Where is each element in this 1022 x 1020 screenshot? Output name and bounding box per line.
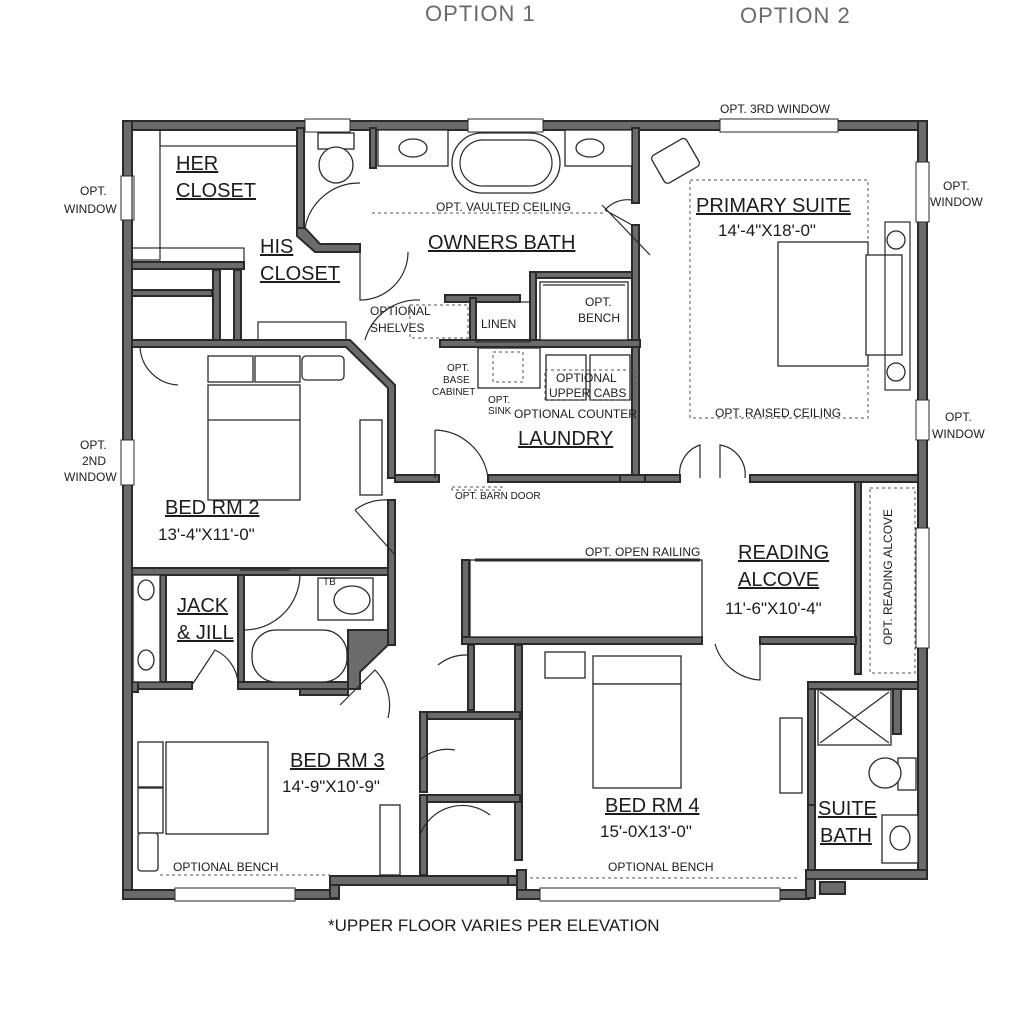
optional-shelves-l2: SHELVES [370, 321, 424, 335]
door-swings [131, 182, 809, 836]
opt-window-left-l1: OPT. [80, 184, 107, 198]
bed-4-dim: 15'-0X13'-0" [600, 822, 692, 841]
optional-bench-bed3: OPTIONAL BENCH [173, 860, 279, 874]
opt-base-cabinet-l3: CABINET [432, 387, 475, 398]
windows [120, 118, 930, 902]
linen-label: LINEN [481, 317, 516, 331]
option-2-label: OPTION 2 [740, 3, 851, 28]
primary-suite-dim: 14'-4"X18'-0" [718, 221, 816, 240]
his-closet-label-l2: CLOSET [260, 263, 340, 285]
opt-open-railing-note: OPT. OPEN RAILING [585, 545, 700, 559]
primary-suite-label: PRIMARY SUITE [696, 195, 851, 217]
opt-sink-l2: SINK [488, 406, 512, 417]
interior-walls [131, 127, 919, 895]
opt-window-right-mid-l1: OPT. [945, 410, 972, 424]
fixtures [131, 129, 919, 879]
opt-raised-ceiling-note: OPT. RAISED CEILING [715, 406, 841, 420]
optional-shelves-l1: OPTIONAL [370, 304, 431, 318]
opt-vaulted-ceiling-note: OPT. VAULTED CEILING [436, 200, 571, 214]
opt-window-right-top-l1: OPT. [943, 179, 970, 193]
optional-bench-bed4: OPTIONAL BENCH [608, 860, 714, 874]
opt-sink-l1: OPT. [488, 395, 510, 406]
reading-alcove-dim: 11'-6"X10'-4" [725, 599, 822, 618]
opt-window-left-l2: WINDOW [64, 202, 117, 216]
tb-label: TB [323, 577, 336, 588]
opt-base-cabinet-l1: OPT. [447, 363, 469, 374]
opt-bench-l2: BENCH [578, 311, 620, 325]
reading-alcove-label-l1: READING [738, 542, 829, 564]
opt-window-right-top-l2: WINDOW [930, 195, 983, 209]
optional-upper-cabs-l2: UPPER CABS [549, 386, 626, 400]
opt-2nd-window-l1: OPT. [80, 438, 107, 452]
optional-upper-cabs-l1: OPTIONAL [556, 371, 617, 385]
option-1-label: OPTION 1 [425, 1, 536, 26]
owners-bath-label: OWNERS BATH [428, 232, 575, 254]
opt-bench-l1: OPT. [585, 295, 612, 309]
opt-3rd-window-note: OPT. 3RD WINDOW [720, 102, 831, 116]
staircase [469, 559, 703, 638]
opt-base-cabinet-l2: BASE [443, 375, 470, 386]
jack-jill-label-l2: & JILL [177, 622, 234, 644]
laundry-label: LAUNDRY [518, 428, 613, 450]
reading-alcove-label-l2: ALCOVE [738, 569, 819, 591]
opt-reading-alcove-note: OPT. READING ALCOVE [881, 509, 895, 645]
opt-2nd-window-l3: WINDOW [64, 470, 117, 484]
opt-2nd-window-l2: 2ND [82, 454, 106, 468]
bed-3-label: BED RM 3 [290, 750, 384, 772]
optional-counter-note: OPTIONAL COUNTER [514, 407, 637, 421]
suite-bath-label-l1: SUITE [818, 798, 877, 820]
suite-bath-label-l2: BATH [820, 825, 872, 847]
opt-window-right-mid-l2: WINDOW [932, 427, 985, 441]
opt-barn-door-note: OPT. BARN DOOR [455, 491, 541, 502]
bed-4-label: BED RM 4 [605, 795, 699, 817]
bed-2-dim: 13'-4"X11'-0" [158, 525, 255, 544]
her-closet-label-l1: HER [176, 153, 218, 175]
bed-3-dim: 14'-9"X10'-9" [282, 777, 380, 796]
bed-2-label: BED RM 2 [165, 497, 259, 519]
his-closet-label-l1: HIS [260, 236, 293, 258]
her-closet-label-l2: CLOSET [176, 180, 256, 202]
footer-note: *UPPER FLOOR VARIES PER ELEVATION [328, 916, 660, 935]
jack-jill-label-l1: JACK [177, 595, 229, 617]
